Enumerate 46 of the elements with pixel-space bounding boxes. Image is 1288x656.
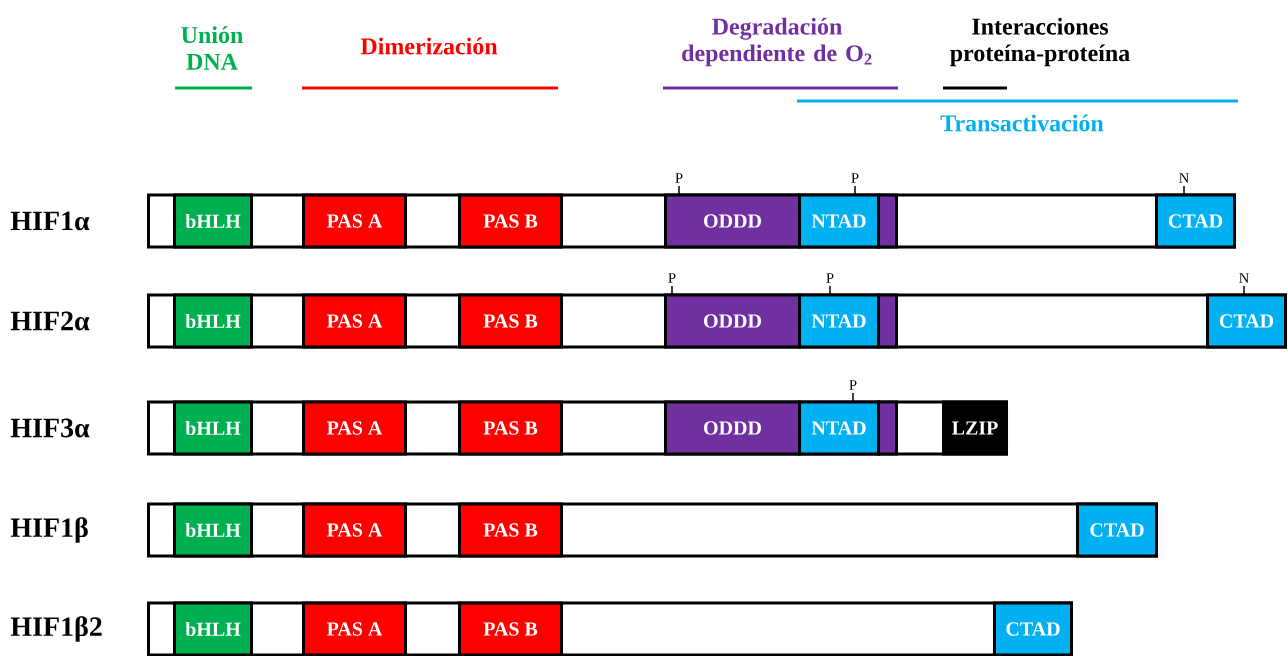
domain-box [877,400,898,456]
domain-box: bHLH [173,400,253,456]
domain-box: PAS A [302,601,407,656]
protein-name: HIF2α [10,311,90,331]
region-label: Dimerización [360,37,498,55]
domain-box: CTAD [1076,502,1158,558]
domain-box: ODDD [664,400,801,456]
protein-name: HIF1β [10,517,88,543]
domain-box: bHLH [173,293,253,349]
domain-box: PAS A [302,193,407,249]
site-label: P [826,273,834,283]
protein-name: HIF3α [10,418,90,438]
domain-box: PAS A [302,293,407,349]
region-label: Degradación dependiente de O$_{2}$ [682,17,872,67]
domain-box: ODDD [664,293,801,349]
region-label: Unión DNA [181,26,243,70]
domain-box: PAS A [302,502,407,558]
site-label: P [668,273,676,283]
domain-box: bHLH [173,502,253,558]
region-label: Interacciones proteína-proteína [950,17,1130,67]
domain-box: PAS B [458,400,563,456]
domain-box: bHLH [173,601,253,656]
domain-box: NTAD [798,193,880,249]
domain-box [877,193,898,249]
domain-box [877,293,898,349]
domain-box: CTAD [993,601,1073,656]
domain-box: PAS B [458,193,563,249]
region-label: Transactivación [940,114,1104,132]
domain-box: PAS B [458,293,563,349]
protein-name: HIF1β2 [10,616,102,642]
domain-box: bHLH [173,193,253,249]
domain-box: NTAD [798,400,880,456]
domain-box: PAS B [458,502,563,558]
domain-box: CTAD [1206,293,1287,349]
domain-box: PAS B [458,601,563,656]
site-label: N [1239,273,1249,283]
site-label: P [849,380,857,390]
domain-box: PAS A [302,400,407,456]
domain-box: ODDD [664,193,801,249]
protein-name: HIF1α [10,211,90,231]
site-label: P [675,173,683,183]
domain-box: NTAD [798,293,880,349]
site-label: N [1179,173,1189,183]
site-label: P [851,173,859,183]
domain-box: CTAD [1155,193,1236,249]
domain-box: LZIP [942,400,1008,456]
